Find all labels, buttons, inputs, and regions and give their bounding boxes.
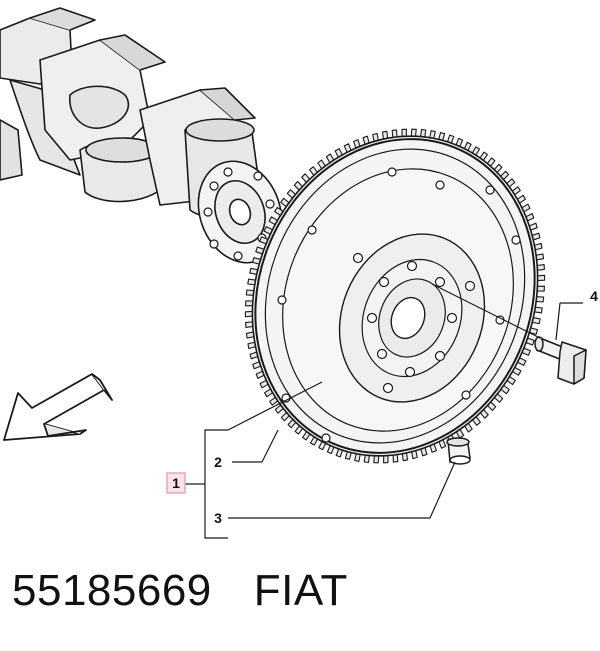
part-caption: 55185669 FIAT [12, 566, 348, 616]
callout-2[interactable]: 2 [214, 454, 222, 470]
leader-lines [185, 283, 583, 539]
brand-name: FIAT [253, 566, 348, 615]
dowel-pin [446, 437, 471, 465]
flywheel-hub-holes [352, 252, 476, 394]
flywheel-bolt [534, 336, 587, 385]
callout-3-label: 3 [214, 510, 222, 526]
callout-4[interactable]: 4 [590, 288, 598, 304]
callout-3[interactable]: 3 [214, 510, 222, 526]
part-number: 55185669 [12, 566, 212, 615]
callout-4-label: 4 [590, 288, 598, 304]
flywheel [244, 128, 546, 464]
callout-1[interactable]: 1 [166, 472, 186, 494]
callout-2-label: 2 [214, 454, 222, 470]
flywheel-outer-holes [277, 167, 521, 443]
callout-1-highlight [166, 472, 186, 494]
gear-tooth-set [244, 128, 546, 464]
crankshaft [0, 7, 283, 264]
callout-1-label: 1 [172, 475, 180, 491]
direction-arrow [3, 373, 113, 441]
